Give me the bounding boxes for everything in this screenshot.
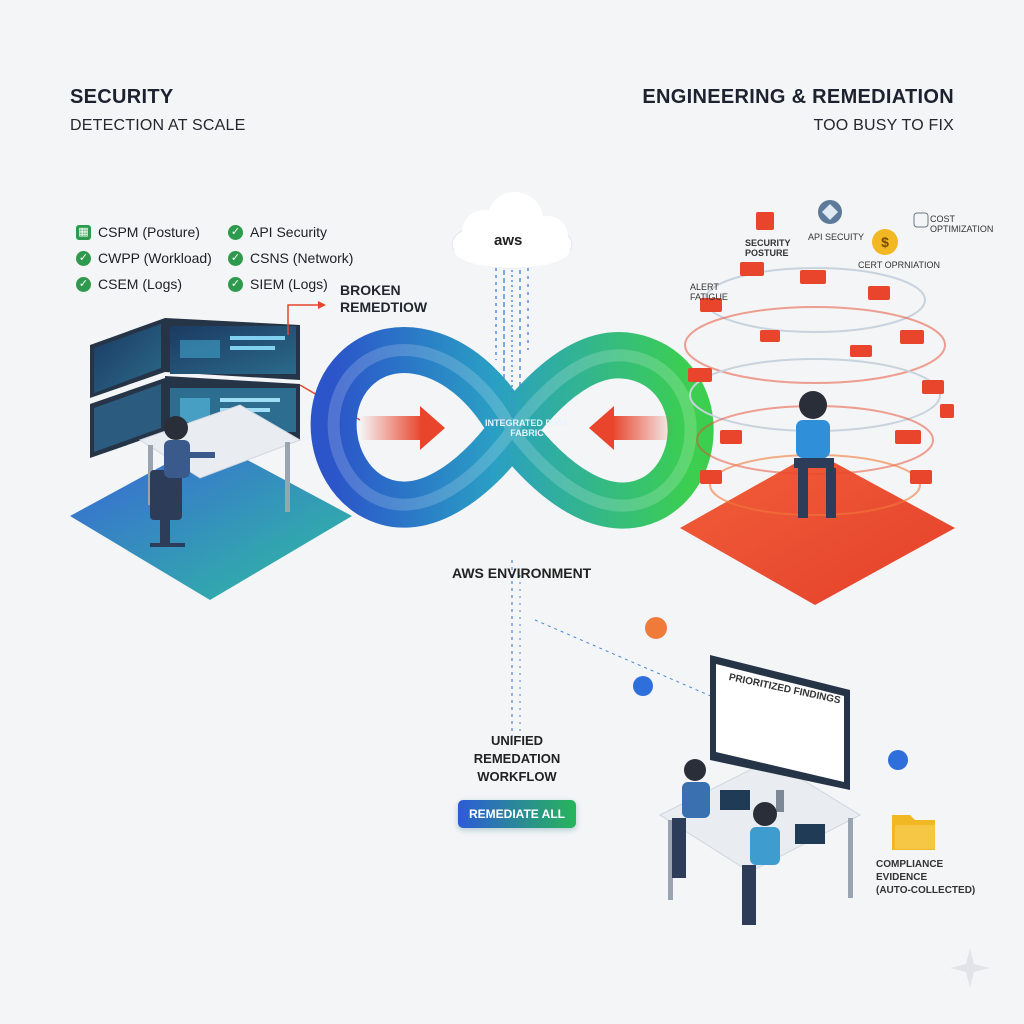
aws-environment-label: AWS ENVIRONMENT — [452, 565, 592, 581]
alert-fatigue-tag: ALERT FATIGUE — [690, 282, 728, 302]
check-icon: ✓ — [228, 276, 243, 292]
tool-label: CSNS (Network) — [250, 250, 354, 266]
team-member-left — [672, 759, 710, 878]
api-security-tag: API SECUITY — [808, 232, 865, 242]
tool-item: ✓ CSNS (Network) — [228, 248, 368, 268]
security-tools-list: ▦ CSPM (Posture) ✓ API Security ✓ CWPP (Wor… — [76, 222, 368, 294]
check-icon: ✓ — [76, 250, 91, 266]
integrated-data-fabric-label: INTEGRATED DATA FABRIC — [485, 418, 569, 438]
infinity-loop — [310, 327, 714, 529]
security-posture-tag: SECURITY POSTURE — [745, 238, 791, 258]
findings-monitor — [710, 655, 850, 812]
security-subtitle: DETECTION AT SCALE — [70, 117, 246, 134]
security-analyst — [150, 416, 215, 544]
team-member-right — [742, 802, 780, 925]
cert-operation-tag: CERT OPRNIATION — [858, 260, 941, 270]
arrow-left-icon — [612, 416, 674, 440]
alert-icon — [688, 212, 954, 484]
arrow-right-icon — [360, 416, 422, 440]
tool-item: ▦ CSPM (Posture) — [76, 222, 228, 242]
cloud-icon — [451, 192, 573, 269]
compliance-evidence-label: COMPLIANCE EVIDENCE (AUTO-COLLECTED) — [876, 859, 976, 896]
api-security-icon — [818, 200, 842, 224]
check-icon: ✓ — [228, 224, 243, 240]
cost-icon — [913, 212, 929, 228]
engineer-overwhelmed — [794, 391, 836, 518]
tool-label: CWPP (Workload) — [98, 250, 212, 266]
tool-label: CSEM (Logs) — [98, 276, 183, 292]
tool-item: ✓ SIEM (Logs) — [228, 274, 368, 294]
check-icon: ✓ — [228, 250, 243, 266]
tool-label: API Security — [250, 224, 328, 240]
tool-label: CSPM (Posture) — [98, 224, 200, 240]
data-stream — [495, 268, 529, 420]
engineering-title: ENGINEERING & REMEDIATION — [642, 86, 954, 108]
callout-line — [287, 304, 318, 335]
tool-label: SIEM (Logs) — [250, 276, 328, 292]
check-icon: ✓ — [76, 276, 91, 292]
tool-item: ✓ CSEM (Logs) — [76, 274, 228, 294]
broken-remediation-label: BROKEN REMEDTIOW — [340, 282, 428, 315]
tool-item: ✓ API Security — [228, 222, 368, 242]
sparkle-icon — [950, 948, 990, 988]
tool-item: ✓ CWPP (Workload) — [76, 248, 228, 268]
remediate-all-button[interactable]: REMEDIATE ALL — [458, 800, 576, 828]
engineering-subtitle: TOO BUSY TO FIX — [813, 117, 954, 134]
grid-check-icon: ▦ — [76, 224, 91, 240]
aws-logo-text: aws — [494, 232, 523, 249]
security-floor — [70, 440, 352, 600]
dollar-bag-icon: $ — [872, 229, 898, 255]
svg-text:$: $ — [881, 234, 889, 250]
folder-icon — [892, 815, 935, 850]
cost-optimization-tag: COST OPTIMIZATION — [930, 214, 994, 234]
unified-workflow-label: UNIFIED REMEDATION WORKFLOW — [473, 733, 561, 784]
security-title: SECURITY — [70, 86, 174, 108]
notification-icons — [633, 617, 908, 770]
engineering-floor — [680, 452, 955, 605]
